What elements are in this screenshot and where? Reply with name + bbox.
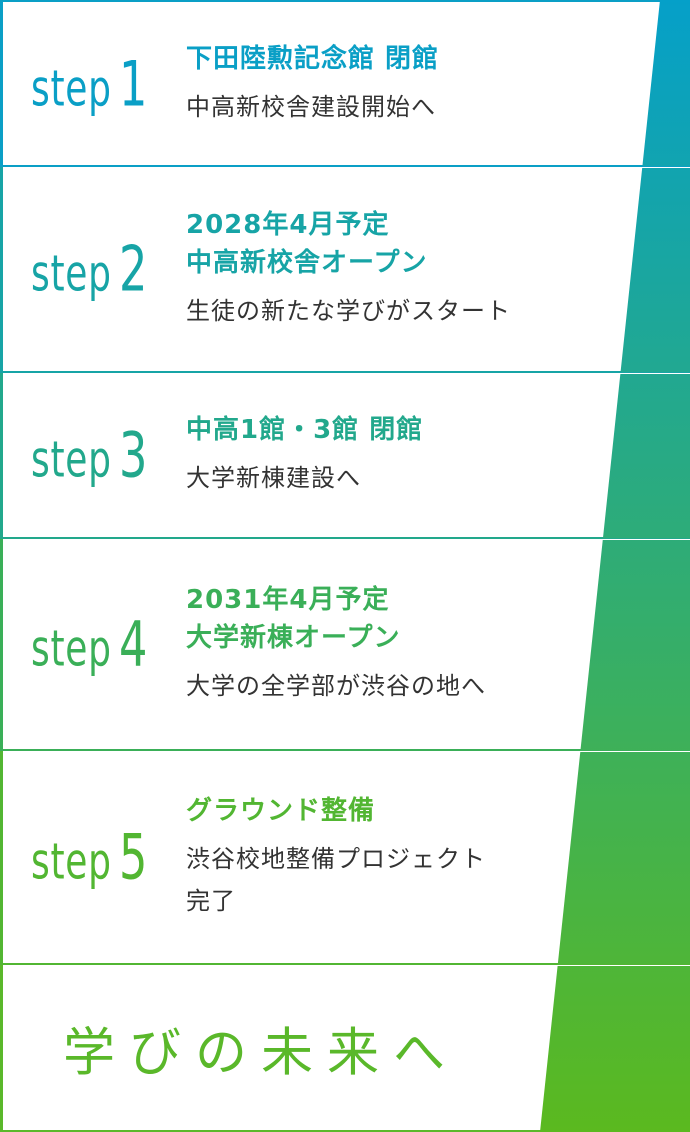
- step-number: 2: [118, 232, 149, 306]
- step-text: step: [31, 619, 112, 678]
- step-description: 渋谷校地整備プロジェクト 完了: [186, 845, 486, 915]
- step-title: 中高1館・3館 閉館: [186, 415, 424, 445]
- step-number: 1: [118, 47, 149, 120]
- final-row: 学びの未来へ: [0, 965, 690, 1132]
- step-description: 中高新校舎建設開始へ: [186, 92, 436, 121]
- step-title: 下田陸勲記念館 閉館: [186, 43, 440, 74]
- step-description: 大学の全学部が渋谷の地へ: [186, 672, 486, 700]
- step-text: step: [31, 244, 112, 303]
- step-number: 5: [118, 820, 149, 894]
- step-title: 2028年4月予定 中高新校舎オープン: [186, 210, 428, 278]
- gradient-segment: [557, 752, 690, 964]
- step-text: step: [31, 832, 112, 891]
- gradient-segment: [620, 168, 690, 372]
- step-description: 大学新棟建設へ: [186, 464, 361, 492]
- gradient-segment: [602, 374, 690, 538]
- step-text: step: [31, 430, 112, 489]
- step-description: 生徒の新たな学びがスタート: [186, 297, 511, 325]
- step-title: 2031年4月予定 大学新棟オープン: [186, 585, 401, 653]
- gradient-segment: [580, 540, 690, 750]
- gradient-segment: [642, 0, 690, 166]
- gradient-segment: [540, 966, 690, 1132]
- step-text: step: [31, 59, 112, 117]
- step-number: 3: [118, 418, 149, 492]
- final-message: 学びの未来へ: [63, 1023, 460, 1083]
- step-number: 4: [118, 607, 149, 681]
- step-title: グラウンド整備: [186, 796, 376, 826]
